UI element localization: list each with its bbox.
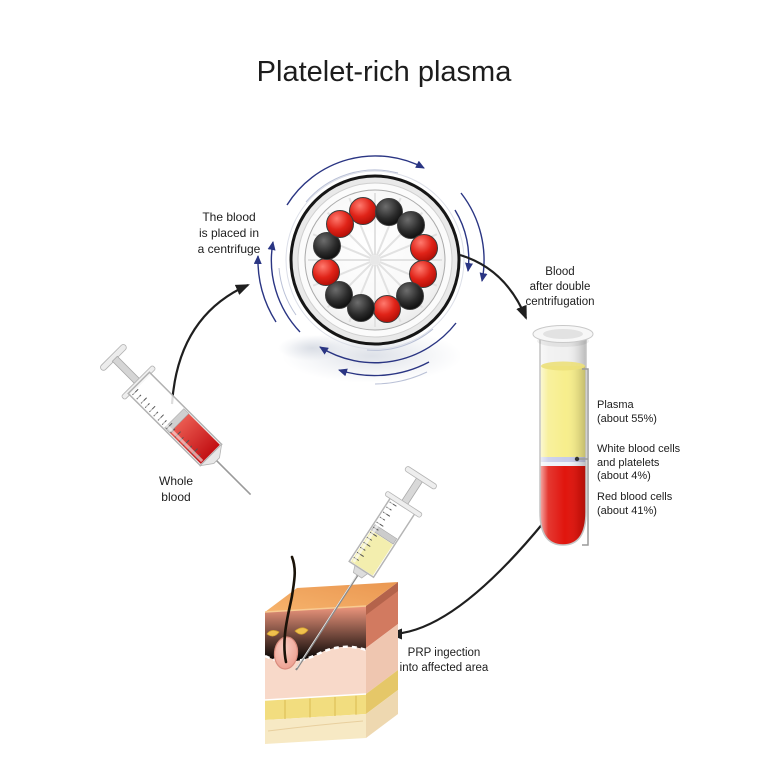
label-line: PRP ingection: [407, 647, 481, 659]
hair-shaft: [283, 555, 297, 664]
label-line: The blood: [202, 210, 256, 224]
label-after-centrifugation: Blood after double centrifugation: [525, 265, 594, 310]
rotor-slot-red: [326, 210, 354, 238]
label-red-layer: Red blood cells (about 41%): [597, 491, 672, 518]
label-line: Whole: [158, 474, 194, 488]
rotor-slot-black: [396, 282, 424, 310]
rotor-slot-red: [410, 234, 438, 262]
rotor-slot-red: [373, 295, 401, 323]
label-buffy-layer: White blood cells and platelets (about 4…: [597, 443, 680, 484]
rotor-slot-black: [325, 281, 353, 309]
sebaceous-gland: [266, 627, 309, 637]
rotor-slot-black: [397, 211, 425, 239]
test-tube: [532, 325, 594, 546]
rotor-slot-red: [312, 258, 340, 286]
label-line: is placed in: [198, 226, 260, 240]
label-line: Blood: [545, 266, 575, 278]
arrow-blood-to-centrifuge: [170, 283, 250, 405]
label-injection: PRP ingection into affected area: [400, 646, 489, 676]
rotation-arrows: [253, 155, 488, 385]
label-line: blood: [161, 490, 191, 504]
rotor-slot-red: [349, 197, 377, 225]
skin-block: [264, 555, 398, 744]
centrifuge-shadow-2: [278, 335, 346, 361]
rotor-slot-black: [375, 198, 403, 226]
arrow-tube-to-skin: [388, 521, 545, 640]
centrifuge: [285, 170, 465, 350]
label-line: (about 55%): [597, 412, 657, 425]
label-line: Plasma: [597, 399, 634, 411]
page-title: Platelet-rich plasma: [256, 56, 512, 88]
label-line: a centrifuge: [197, 242, 261, 256]
label-whole-blood: Whole blood: [159, 473, 193, 505]
rotor-slot-black: [313, 232, 341, 260]
label-centrifuge-step: The blood is placed in a centrifuge: [198, 209, 261, 257]
rotor-slot-red: [409, 260, 437, 288]
whole-blood-syringe: [100, 344, 252, 496]
prp-liquid: [350, 530, 393, 576]
label-line: and platelets: [597, 456, 660, 469]
label-line: (about 41%): [597, 504, 657, 517]
arrow-centrifuge-to-tube: [459, 253, 528, 320]
tube-bracket: [578, 368, 589, 546]
prp-syringe: [295, 466, 437, 671]
label-line: into affected area: [399, 662, 489, 674]
flow-arrows: [170, 253, 545, 640]
label-line: White blood cells: [597, 443, 681, 455]
label-line: (about 4%): [597, 470, 651, 482]
label-plasma-layer: Plasma (about 55%): [597, 399, 657, 426]
label-line: after double: [529, 281, 591, 293]
label-line: Red blood cells: [597, 491, 673, 503]
buffy-pointer-dot: [574, 456, 580, 462]
label-line: centrifugation: [525, 296, 595, 308]
rotor-slots: [312, 197, 438, 323]
rotor-slot-black: [347, 294, 375, 322]
